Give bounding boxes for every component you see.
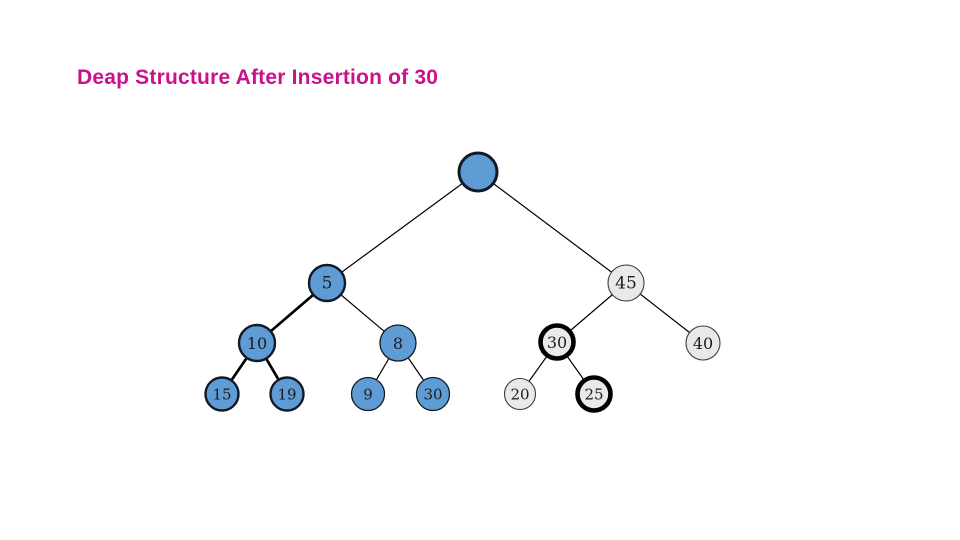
node-circle [503, 377, 537, 411]
tree-node-30-n30r: 30 [538, 323, 576, 361]
node-value-label: 15 [212, 386, 231, 404]
node-circle [307, 263, 347, 303]
tree-node-20-n20: 20 [503, 377, 537, 411]
tree-node-root [457, 151, 499, 193]
node-value-label: 30 [423, 386, 442, 404]
tree-node-10-n10: 10 [237, 323, 277, 363]
node-circle [269, 376, 305, 412]
tree-node-15-n15: 15 [204, 376, 240, 412]
node-value-label: 25 [584, 386, 603, 404]
tree-edge-root-n5 [326, 171, 479, 284]
node-value-label: 40 [693, 334, 713, 353]
tree-node-9-n9: 9 [350, 376, 386, 412]
node-circle [415, 376, 451, 412]
node-value-label: 5 [322, 274, 333, 294]
node-circle [538, 323, 576, 361]
node-circle [350, 376, 386, 412]
tree-node-30-n30l: 30 [415, 376, 451, 412]
node-circle [237, 323, 277, 363]
tree-edge-root-n45 [477, 171, 627, 284]
tree-node-8-n8: 8 [379, 324, 417, 362]
node-circle [204, 376, 240, 412]
node-value-label: 20 [510, 386, 529, 404]
node-circle [607, 264, 645, 302]
node-circle [379, 324, 417, 362]
node-value-label: 8 [393, 334, 403, 353]
tree-node-25-n25: 25 [575, 375, 613, 413]
node-value-label: 19 [277, 386, 296, 404]
node-circle [575, 375, 613, 413]
node-circle [685, 325, 721, 361]
tree-nodes-layer: 5 45 10 8 30 40 15 19 9 30 20 25 [204, 151, 721, 413]
node-value-label: 10 [247, 334, 267, 353]
page-title: Deap Structure After Insertion of 30 [77, 66, 439, 89]
tree-node-40-n40: 40 [685, 325, 721, 361]
node-value-label: 45 [615, 274, 637, 294]
node-value-label: 30 [547, 333, 567, 352]
tree-node-45-n45: 45 [607, 264, 645, 302]
tree-node-5-n5: 5 [307, 263, 347, 303]
node-value-label: 9 [363, 386, 373, 404]
node-circle [457, 151, 499, 193]
tree-node-19-n19: 19 [269, 376, 305, 412]
